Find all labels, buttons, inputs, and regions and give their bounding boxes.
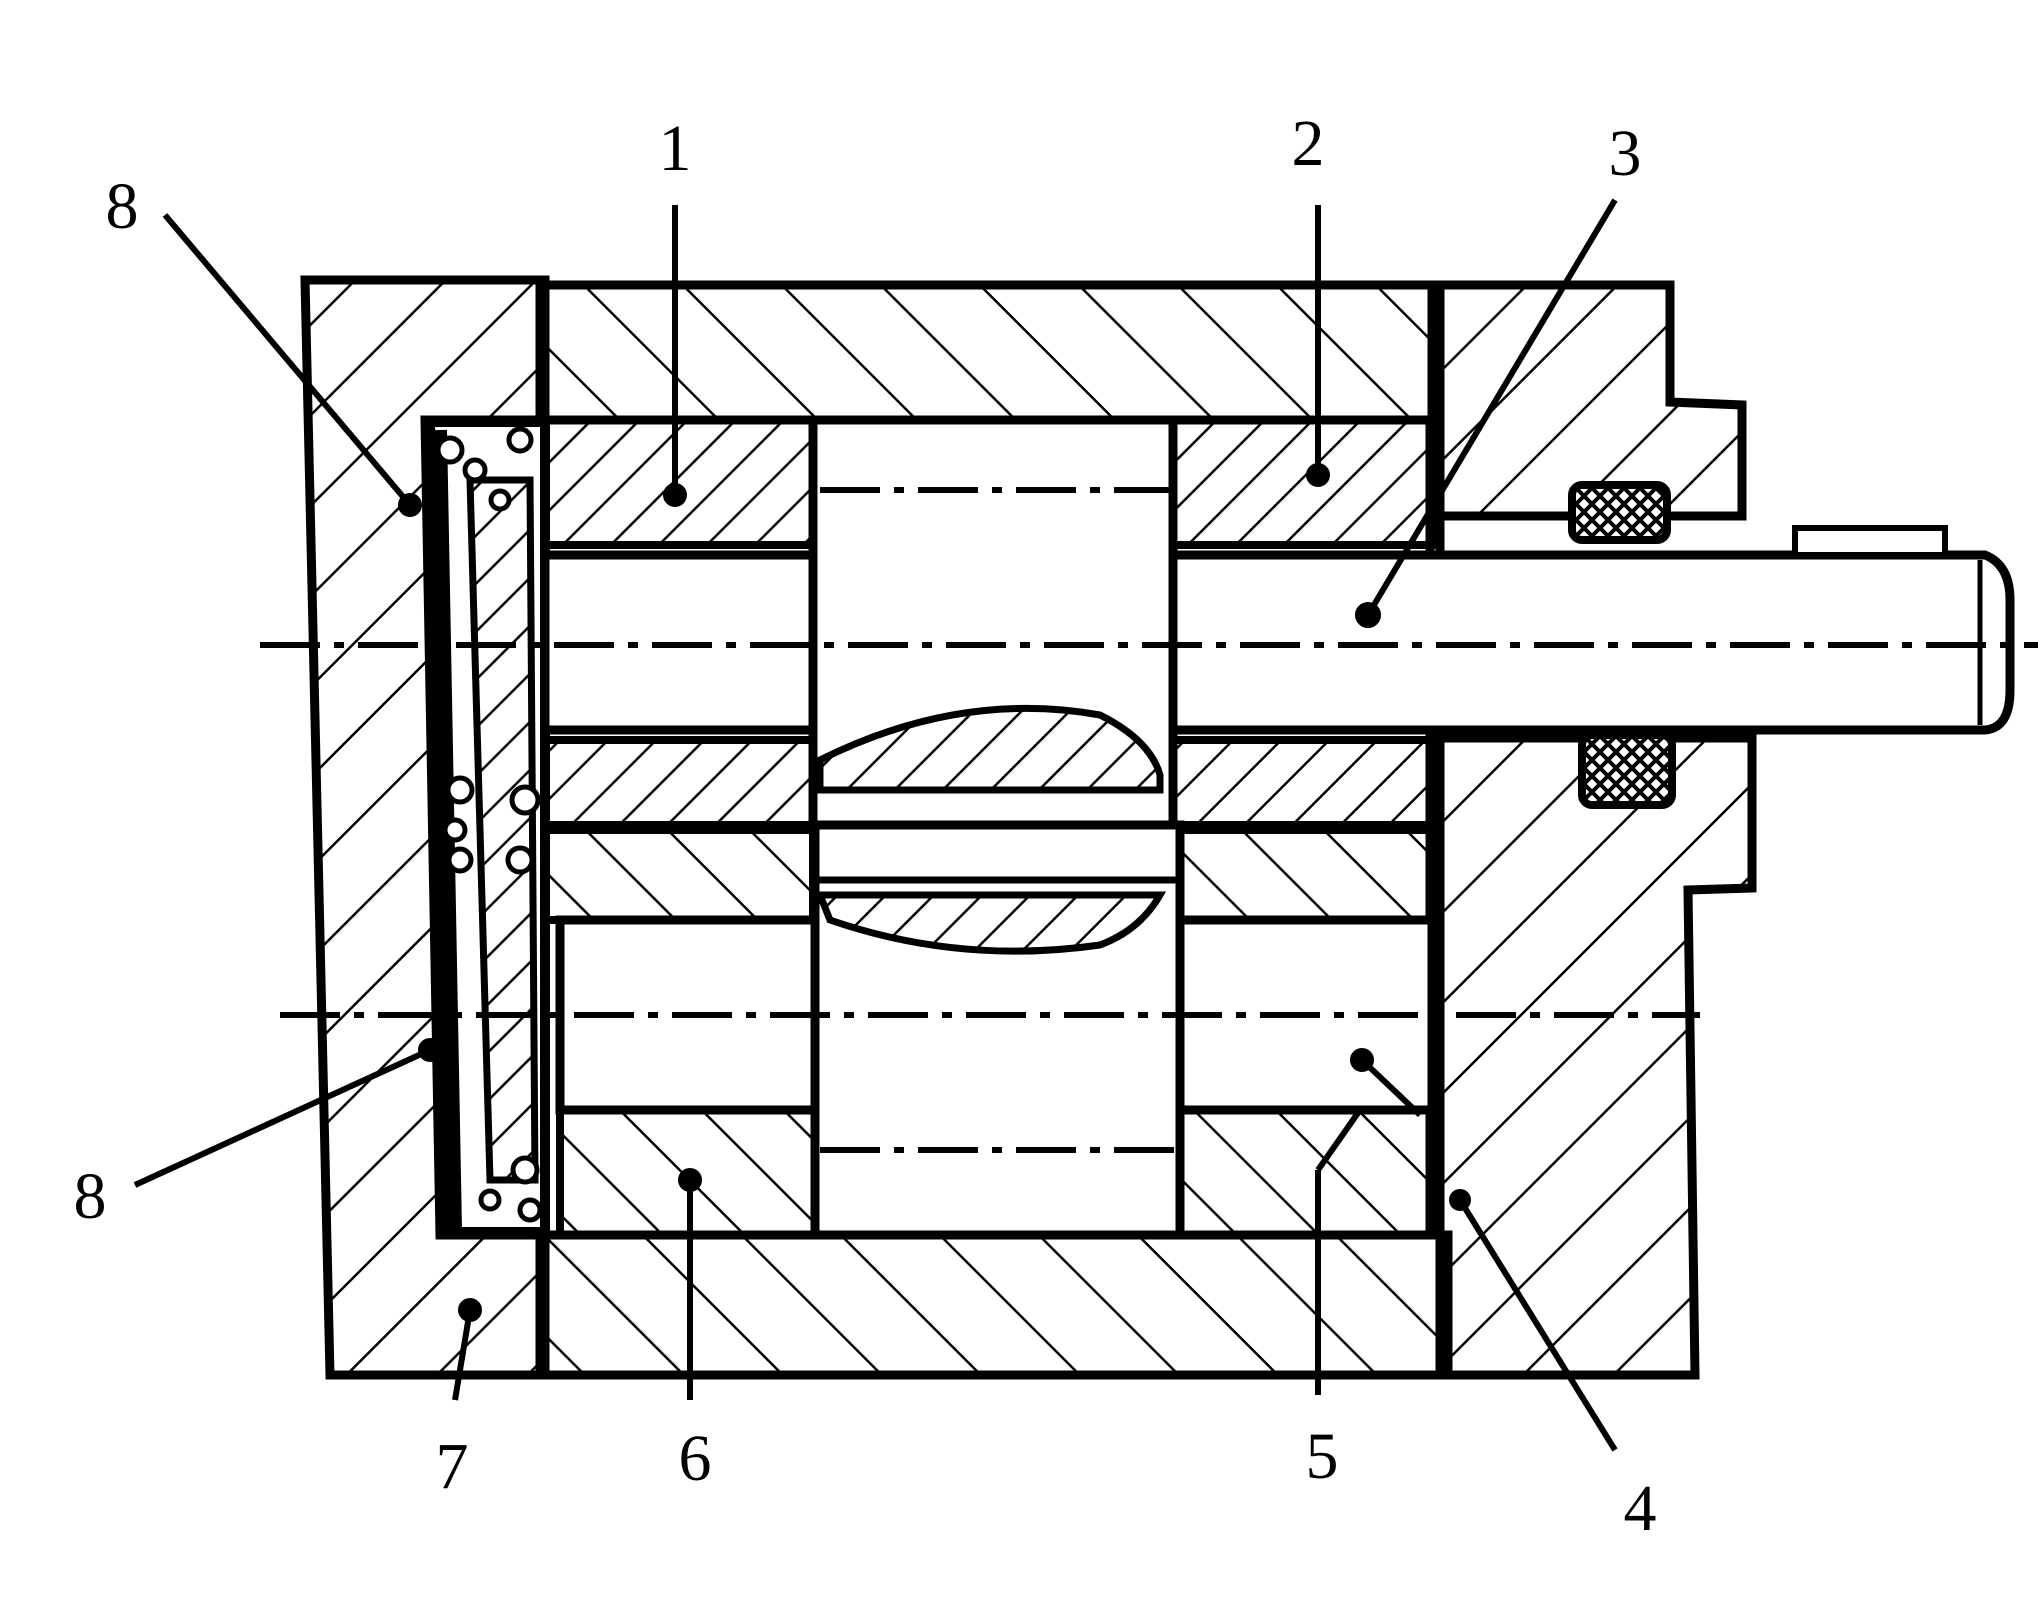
oil-droplets: [435, 426, 543, 1223]
bushing-upper-right-lower: [1168, 736, 1436, 834]
gear-mesh-lower: [814, 891, 1167, 955]
gear-mesh-upper: [816, 704, 1164, 794]
oil-seal-upper: [1568, 481, 1671, 544]
label-4: 4: [1624, 1472, 1657, 1545]
oil-seal-lower: [1578, 731, 1676, 809]
bushing-upper-left: [541, 416, 817, 549]
label-7: 7: [436, 1430, 469, 1503]
bushing-lower-right-upper: [1176, 821, 1436, 924]
bushing-upper-left-lower: [541, 736, 817, 834]
center-lines: [260, 487, 2038, 1153]
label-1: 1: [659, 112, 692, 185]
label-8-left: 8: [74, 1160, 107, 1233]
front-cover-lower: [1427, 733, 1757, 1380]
driven-gear: [810, 820, 1185, 1240]
bushing-lower-left-upper: [541, 821, 817, 924]
label-6: 6: [679, 1422, 712, 1495]
label-5: 5: [1306, 1420, 1339, 1493]
shaft-key: [1792, 525, 1948, 558]
label-8-top-left: 8: [106, 170, 139, 243]
bushing-upper-right: [1168, 416, 1436, 549]
label-3: 3: [1609, 117, 1642, 190]
leader-lines: [133, 198, 1618, 1452]
label-2: 2: [1292, 107, 1325, 180]
bushing-lower-right: [1176, 1106, 1436, 1239]
